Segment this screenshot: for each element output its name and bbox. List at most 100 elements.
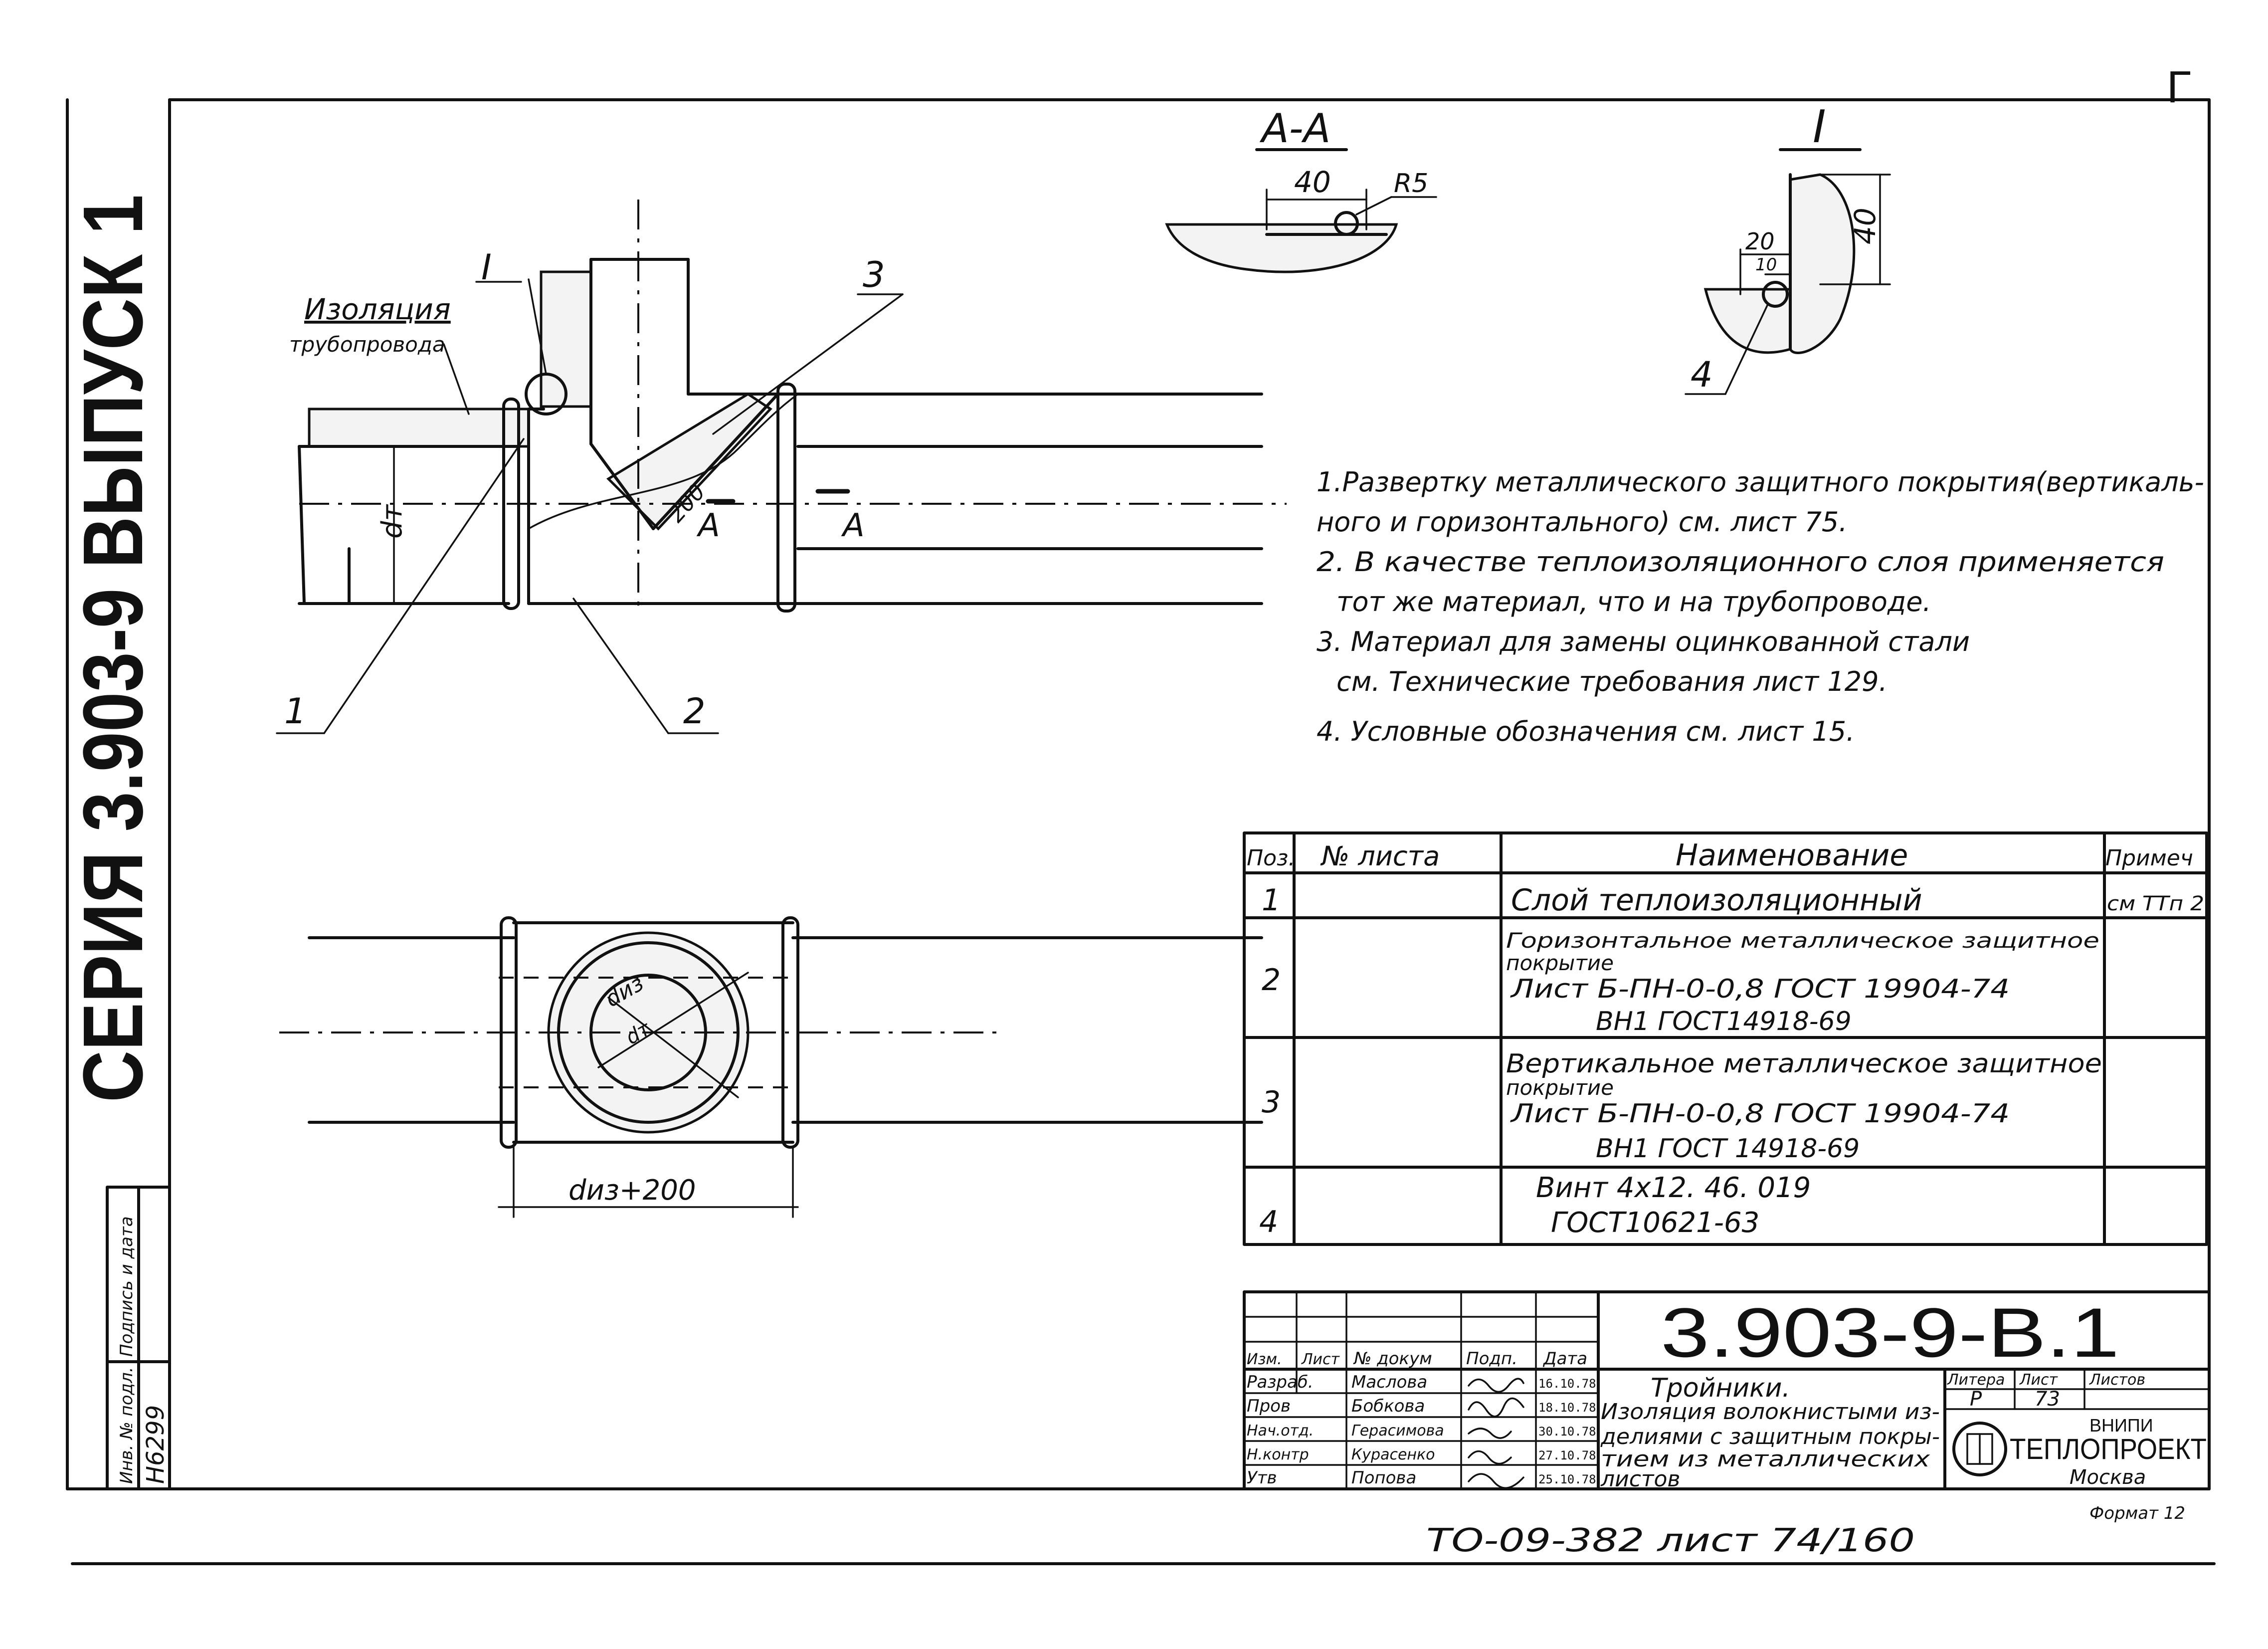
section-aa-title: A-A	[1259, 105, 1330, 152]
podp-label: Подпись и дата	[117, 1216, 137, 1357]
spec-table: Поз. № листа Наименование Примеч 1 Слой …	[1243, 831, 2208, 1246]
spec-row3-pos: 3	[1262, 1085, 1281, 1120]
tb-format: Формат 12	[2089, 1503, 2185, 1523]
tb-org-city: Москва	[2070, 1466, 2146, 1489]
spec-row2-name-3: Лист Б-ПН-0-0,8 ГОСТ 19904-74	[1510, 974, 2010, 1004]
tee-elevation-view: dт 200 A A I Изоляция трубопровода 1 2 3	[276, 200, 1287, 734]
tb-date-2: 18.10.78	[1538, 1401, 1596, 1415]
tb-sheets-label: Листов	[2089, 1371, 2145, 1389]
spec-row2-name-2: покрытие	[1506, 951, 1614, 975]
signature-3	[1468, 1428, 1512, 1439]
dim-diz-200: dиз+200	[568, 1174, 696, 1207]
detail-i-dim10: 10	[1755, 255, 1777, 275]
tb-header-podp: Подп.	[1466, 1349, 1517, 1369]
notes-block: 1.Развертку металлического защитного пок…	[1317, 466, 2204, 747]
tb-date-1: 16.10.78	[1538, 1377, 1596, 1391]
tb-title-4: тием из металлических	[1601, 1446, 1930, 1472]
pos-1: 1	[284, 691, 307, 732]
signature-4	[1468, 1450, 1512, 1465]
dim-dt-main: dт	[376, 504, 408, 539]
detail-i-dim20: 20	[1745, 228, 1775, 255]
tb-title-3: делиями с защитным покры-	[1600, 1424, 1940, 1449]
spec-row4-name-1: Винт 4x12. 46. 019	[1536, 1172, 1811, 1204]
spec-row3-name-3: Лист Б-ПН-0-0,8 ГОСТ 19904-74	[1510, 1099, 2010, 1129]
spec-row2-pos: 2	[1262, 963, 1281, 998]
spec-row3-name-1: Вертикальное металлическое защитное	[1506, 1049, 2102, 1079]
insulation-label: Изоляция	[304, 292, 451, 326]
tb-date-3: 30.10.78	[1538, 1425, 1596, 1439]
note-line-1: 1.Развертку металлического защитного пок…	[1317, 466, 2204, 498]
spec-row4-name-2: ГОСТ10621-63	[1551, 1207, 1759, 1239]
pos-2: 2	[683, 691, 706, 732]
tb-org-name: ТЕПЛОПРОЕКТ	[2010, 1433, 2207, 1465]
detail-i: I 40 20 10 4	[1685, 101, 1891, 395]
tb-stage-label: Литера	[1947, 1371, 2005, 1389]
pos-3: 3	[863, 254, 885, 295]
signature-1	[1468, 1378, 1524, 1393]
callout-i: I	[481, 247, 492, 288]
tb-role-4: Н.контр	[1247, 1446, 1309, 1463]
spec-row3-name-2: покрытие	[1506, 1075, 1614, 1100]
tb-date-4: 27.10.78	[1538, 1448, 1596, 1462]
tb-title-2: Изоляция волокнистыми из-	[1601, 1399, 1940, 1425]
tb-role-3: Нач.отд.	[1247, 1422, 1314, 1440]
section-a-left: A	[696, 507, 720, 544]
tb-header-list: Лист	[1301, 1351, 1340, 1368]
spec-row1-pos: 1	[1262, 883, 1281, 918]
tb-role-1: Разраб.	[1247, 1372, 1314, 1392]
tb-org-top: ВНИПИ	[2089, 1415, 2153, 1436]
tb-title-1: Тройники.	[1651, 1373, 1790, 1403]
spec-header-name: Наименование	[1676, 838, 1908, 873]
spec-row3-name-4: ВН1 ГОСТ 14918-69	[1596, 1134, 1860, 1164]
footer-doc-ref: ТО-09-382 лист 74/160	[1426, 1522, 1915, 1559]
spec-header-note: Примеч	[2105, 845, 2193, 871]
tb-name-3: Герасимова	[1351, 1422, 1444, 1440]
insulation-sub: трубопровода	[289, 332, 445, 357]
section-a-right: A	[841, 507, 865, 544]
section-aa-dim40: 40	[1294, 165, 1331, 199]
spec-row1-note: см ТТп 2	[2107, 892, 2204, 915]
spec-row1-name: Слой теплоизоляционный	[1511, 883, 1922, 918]
inv-number: Н6299	[142, 1405, 170, 1484]
sidebar-stamp: СЕРИЯ 3.903-9 ВЫПУСК 1 Подпись и дата Ин…	[66, 195, 171, 1490]
note-line-7: 4. Условные обозначения см. лист 15.	[1317, 716, 1855, 747]
corner-mark: Г	[2167, 62, 2191, 112]
tb-role-5: Утв	[1247, 1468, 1277, 1488]
series-label: СЕРИЯ 3.903-9 ВЫПУСК 1	[66, 195, 161, 1102]
note-line-3: 2. В качестве теплоизоляционного слоя пр…	[1317, 546, 2164, 578]
tb-date-5: 25.10.78	[1538, 1472, 1596, 1486]
tee-plan-view: dиз dт dиз+200	[279, 916, 1263, 1218]
spec-row2-name-1: Горизонтальное металлическое защитное	[1506, 928, 2099, 953]
tb-name-4: Курасенко	[1351, 1446, 1435, 1463]
section-aa-r5: R5	[1394, 169, 1428, 199]
tb-sheet-value: 73	[2035, 1388, 2060, 1411]
signature-2	[1468, 1397, 1524, 1418]
spec-row2-name-4: ВН1 ГОСТ14918-69	[1596, 1007, 1852, 1036]
tb-name-1: Маслова	[1351, 1372, 1427, 1392]
note-line-2: ного и горизонтального) см. лист 75.	[1317, 506, 1847, 538]
tb-header-date: Дата	[1542, 1349, 1587, 1369]
tb-name-2: Бобкова	[1351, 1396, 1425, 1416]
signature-5	[1468, 1473, 1524, 1489]
note-line-4: тот же материал, что и на трубопроводе.	[1336, 586, 1931, 618]
tb-stage-value: Р	[1970, 1388, 1982, 1411]
tb-title-5: листов	[1600, 1466, 1680, 1492]
note-line-5: 3. Материал для замены оцинкованной стал…	[1317, 626, 1970, 657]
detail-i-dim40: 40	[1848, 207, 1882, 244]
org-logo	[1952, 1422, 2007, 1476]
detail-i-pos4: 4	[1691, 354, 1713, 395]
spec-header-sheet: № листа	[1320, 840, 1440, 872]
inv-label: Инв. № подл.	[117, 1367, 137, 1484]
tb-header-doc: № докум	[1353, 1349, 1432, 1369]
spec-header-pos: Поз.	[1247, 845, 1295, 871]
doc-number: 3.903-9-В.1	[1661, 1293, 2119, 1372]
section-aa: A-A 40 R5	[1165, 105, 1437, 273]
tb-role-2: Пров	[1247, 1396, 1291, 1416]
tb-name-5: Попова	[1351, 1468, 1416, 1488]
spec-row4-pos: 4	[1259, 1205, 1278, 1239]
title-block: Изм. Лист № докум Подп. Дата Разраб. Мас…	[1243, 1290, 2211, 1523]
tb-header-izm: Изм.	[1247, 1351, 1282, 1368]
tb-sheet-label: Лист	[2019, 1371, 2059, 1389]
note-line-6: см. Технические требования лист 129.	[1336, 666, 1888, 697]
